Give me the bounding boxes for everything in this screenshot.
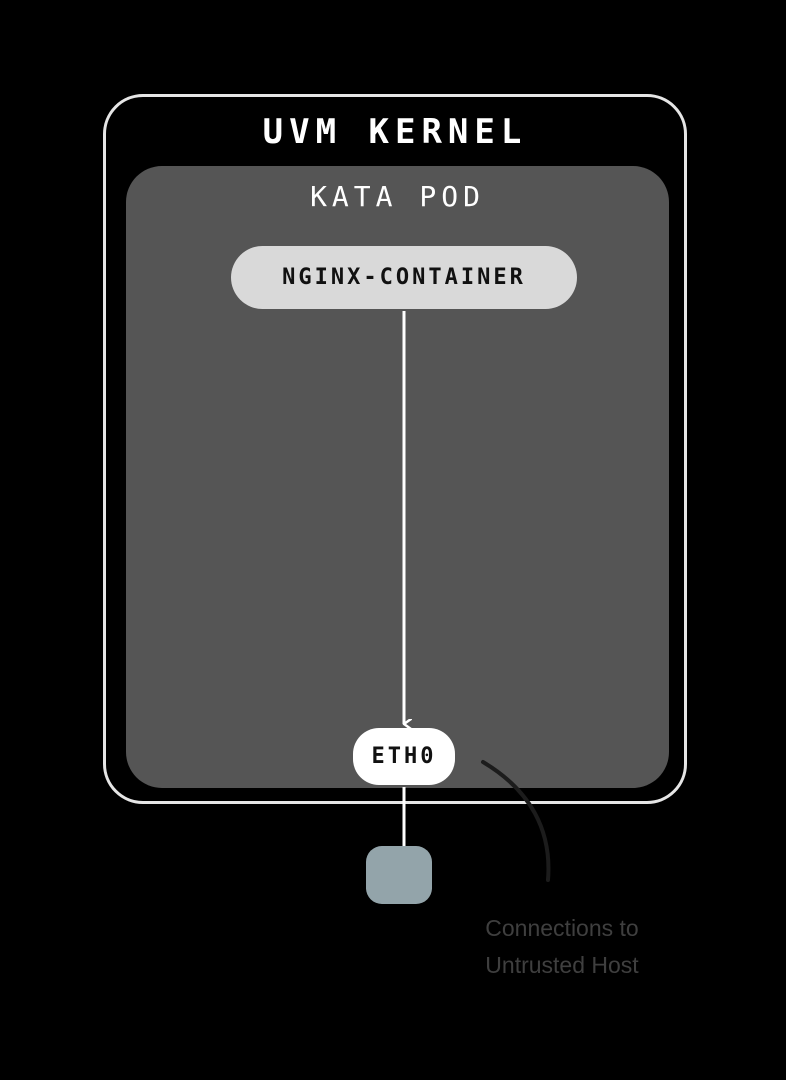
untrusted-host-annotation: Connections to Untrusted Host	[452, 910, 672, 984]
untrusted-host-node[interactable]	[366, 846, 432, 904]
nginx-container-label: NGINX-CONTAINER	[282, 265, 526, 290]
eth0-interface-node[interactable]: ETH0	[353, 728, 455, 785]
nginx-container-node[interactable]: NGINX-CONTAINER	[231, 246, 577, 309]
uvm-kernel-title: UVM KERNEL	[262, 112, 528, 152]
annotation-line-1: Connections to	[485, 915, 639, 941]
eth0-label: ETH0	[371, 744, 437, 769]
annotation-line-2: Untrusted Host	[485, 952, 639, 978]
kata-pod-title: KATA POD	[310, 180, 485, 213]
uvm-kernel-box	[103, 94, 687, 804]
annotation-curve	[481, 760, 551, 882]
